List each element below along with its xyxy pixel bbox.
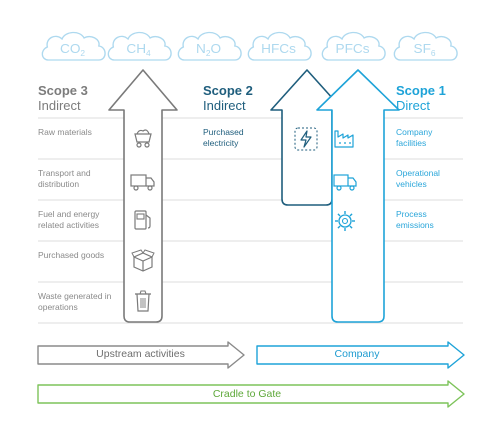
scope3-arrow	[108, 69, 178, 323]
mine-cart-icon	[134, 129, 152, 148]
scope2-title: Scope 2	[203, 83, 253, 98]
lightning-bolt-icon	[294, 127, 318, 151]
scope1-title: Scope 1	[396, 83, 446, 98]
gas-label-1: CO2	[60, 41, 86, 58]
scope2-item-purchased-electricity: Purchased electricity	[203, 127, 244, 149]
company-arrow	[256, 341, 465, 369]
gas-cloud-5: PFCs	[321, 31, 386, 61]
gas-cloud-2: CH4	[107, 31, 172, 61]
truck-icon	[130, 174, 155, 191]
scope1-item-company-facilities: Company facilities	[396, 127, 433, 149]
gas-label-2: CH4	[126, 41, 151, 58]
cradle-to-gate-label: Cradle to Gate	[212, 388, 282, 400]
scope3-item-purchased-goods: Purchased goods	[38, 250, 105, 260]
gas-cloud-4: HFCs	[247, 31, 312, 61]
scope3-title: Scope 3	[38, 83, 88, 98]
gas-cloud-1: CO2	[41, 31, 106, 61]
scope1-item-process-emissions: Process emissions	[396, 209, 434, 231]
cradle-to-gate-arrow	[37, 380, 465, 408]
scope1-subtitle: Direct	[396, 98, 430, 113]
gas-label-4: HFCs	[261, 41, 296, 56]
scope1-item-operational-vehicles: Operational vehicles	[396, 168, 440, 190]
scope2-subtitle: Indirect	[203, 98, 246, 113]
trash-bin-icon	[135, 290, 151, 312]
fuel-pump-icon	[134, 210, 151, 230]
gas-cloud-3: N2O	[177, 31, 242, 61]
gas-label-6: SF6	[414, 41, 437, 58]
upstream-activities-arrow	[37, 341, 245, 369]
scope3-subtitle: Indirect	[38, 98, 81, 113]
box-icon	[131, 249, 155, 272]
company-label: Company	[334, 348, 380, 360]
gas-cloud-6: SF6	[393, 31, 458, 61]
gear-process-icon	[335, 211, 355, 231]
gas-label-5: PFCs	[336, 41, 370, 56]
gas-label-3: N2O	[196, 41, 221, 58]
scope3-item-transport: Transport and distribution	[38, 168, 91, 190]
scope3-item-fuel-energy: Fuel and energy related activities	[38, 209, 100, 231]
scope3-item-waste: Waste generated in operations	[38, 291, 112, 313]
truck-icon	[333, 174, 357, 191]
upstream-activities-label: Upstream activities	[96, 348, 185, 360]
factory-icon	[334, 130, 354, 148]
scope3-item-raw-materials: Raw materials	[38, 127, 92, 137]
